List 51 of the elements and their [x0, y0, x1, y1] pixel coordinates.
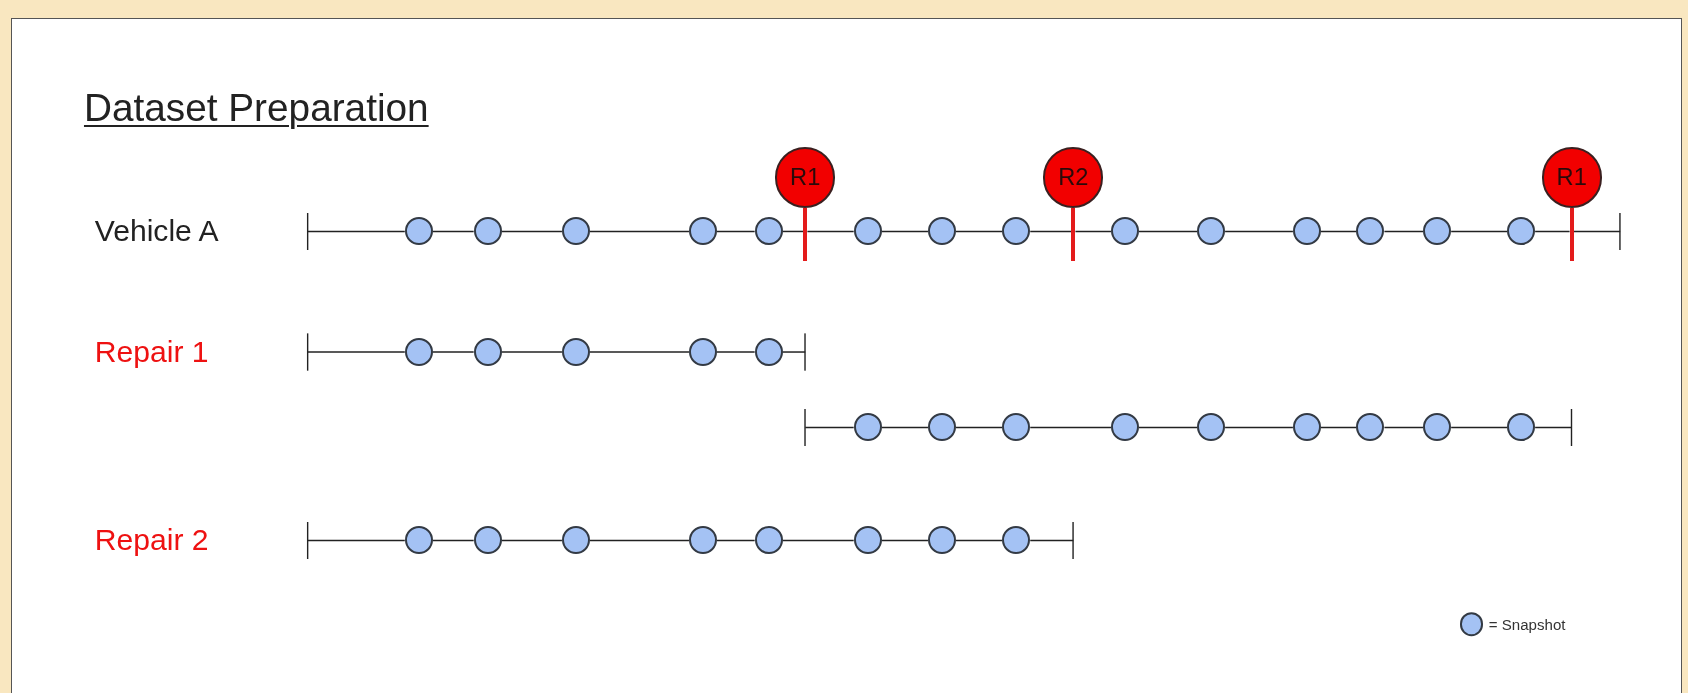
timeline-segment: [1383, 426, 1424, 429]
timeline-segment: [716, 351, 756, 353]
timeline-segment: [1383, 230, 1424, 233]
row-label: Repair 1: [94, 335, 209, 369]
timeline-segment: [432, 539, 475, 542]
timeline-segment: [781, 230, 804, 233]
timeline-segment: [500, 230, 563, 233]
timeline-segment: [955, 230, 1003, 233]
timeline-segment: [804, 408, 855, 447]
timeline-segment: [880, 426, 929, 429]
timeline-segment: [500, 351, 563, 353]
repair-marker: [775, 147, 836, 261]
timeline-segment: [1534, 230, 1571, 233]
timeline-segment: [1534, 408, 1573, 447]
timeline-segment: [716, 230, 756, 233]
timeline-segment: [1224, 426, 1294, 429]
repair-marker: [1541, 147, 1602, 261]
timeline-segment: [1029, 426, 1112, 429]
timeline-segment: [589, 230, 690, 233]
row-label: Vehicle A: [94, 214, 219, 249]
timeline-segment: [1320, 230, 1358, 233]
timeline-segment: [955, 539, 1003, 542]
legend-text: = Snapshot: [1488, 615, 1566, 633]
timeline-segment: [432, 230, 475, 233]
timeline-segment: [1573, 212, 1621, 251]
timeline-segment: [1138, 426, 1198, 429]
repair-marker: [1043, 147, 1104, 261]
timeline-segment: [781, 539, 855, 542]
timeline-segment: [1224, 230, 1294, 233]
timeline-segment: [306, 521, 406, 560]
timeline-segment: [1029, 521, 1075, 560]
row-label: Repair 2: [94, 523, 209, 558]
timeline-segment: [306, 333, 406, 371]
timeline-segment: [1029, 230, 1072, 233]
timeline-segment: [1450, 426, 1508, 429]
timeline-segment: [880, 230, 929, 233]
timeline-segment: [1074, 230, 1112, 233]
timeline-segment: [955, 426, 1003, 429]
timeline-segment: [1450, 230, 1508, 233]
timeline-segment: [432, 351, 475, 353]
timeline-segment: [589, 539, 690, 542]
timeline-segment: [716, 539, 756, 542]
timeline-segment: [781, 333, 806, 371]
timeline-segment: [589, 351, 690, 353]
timeline-segment: [1320, 426, 1358, 429]
timeline-segment: [500, 539, 563, 542]
diagram-title: Dataset Preparation: [83, 86, 429, 131]
timeline-segment: [806, 230, 855, 233]
timeline-segment: [306, 212, 406, 251]
timeline-segment: [1138, 230, 1198, 233]
timeline-segment: [880, 539, 929, 542]
